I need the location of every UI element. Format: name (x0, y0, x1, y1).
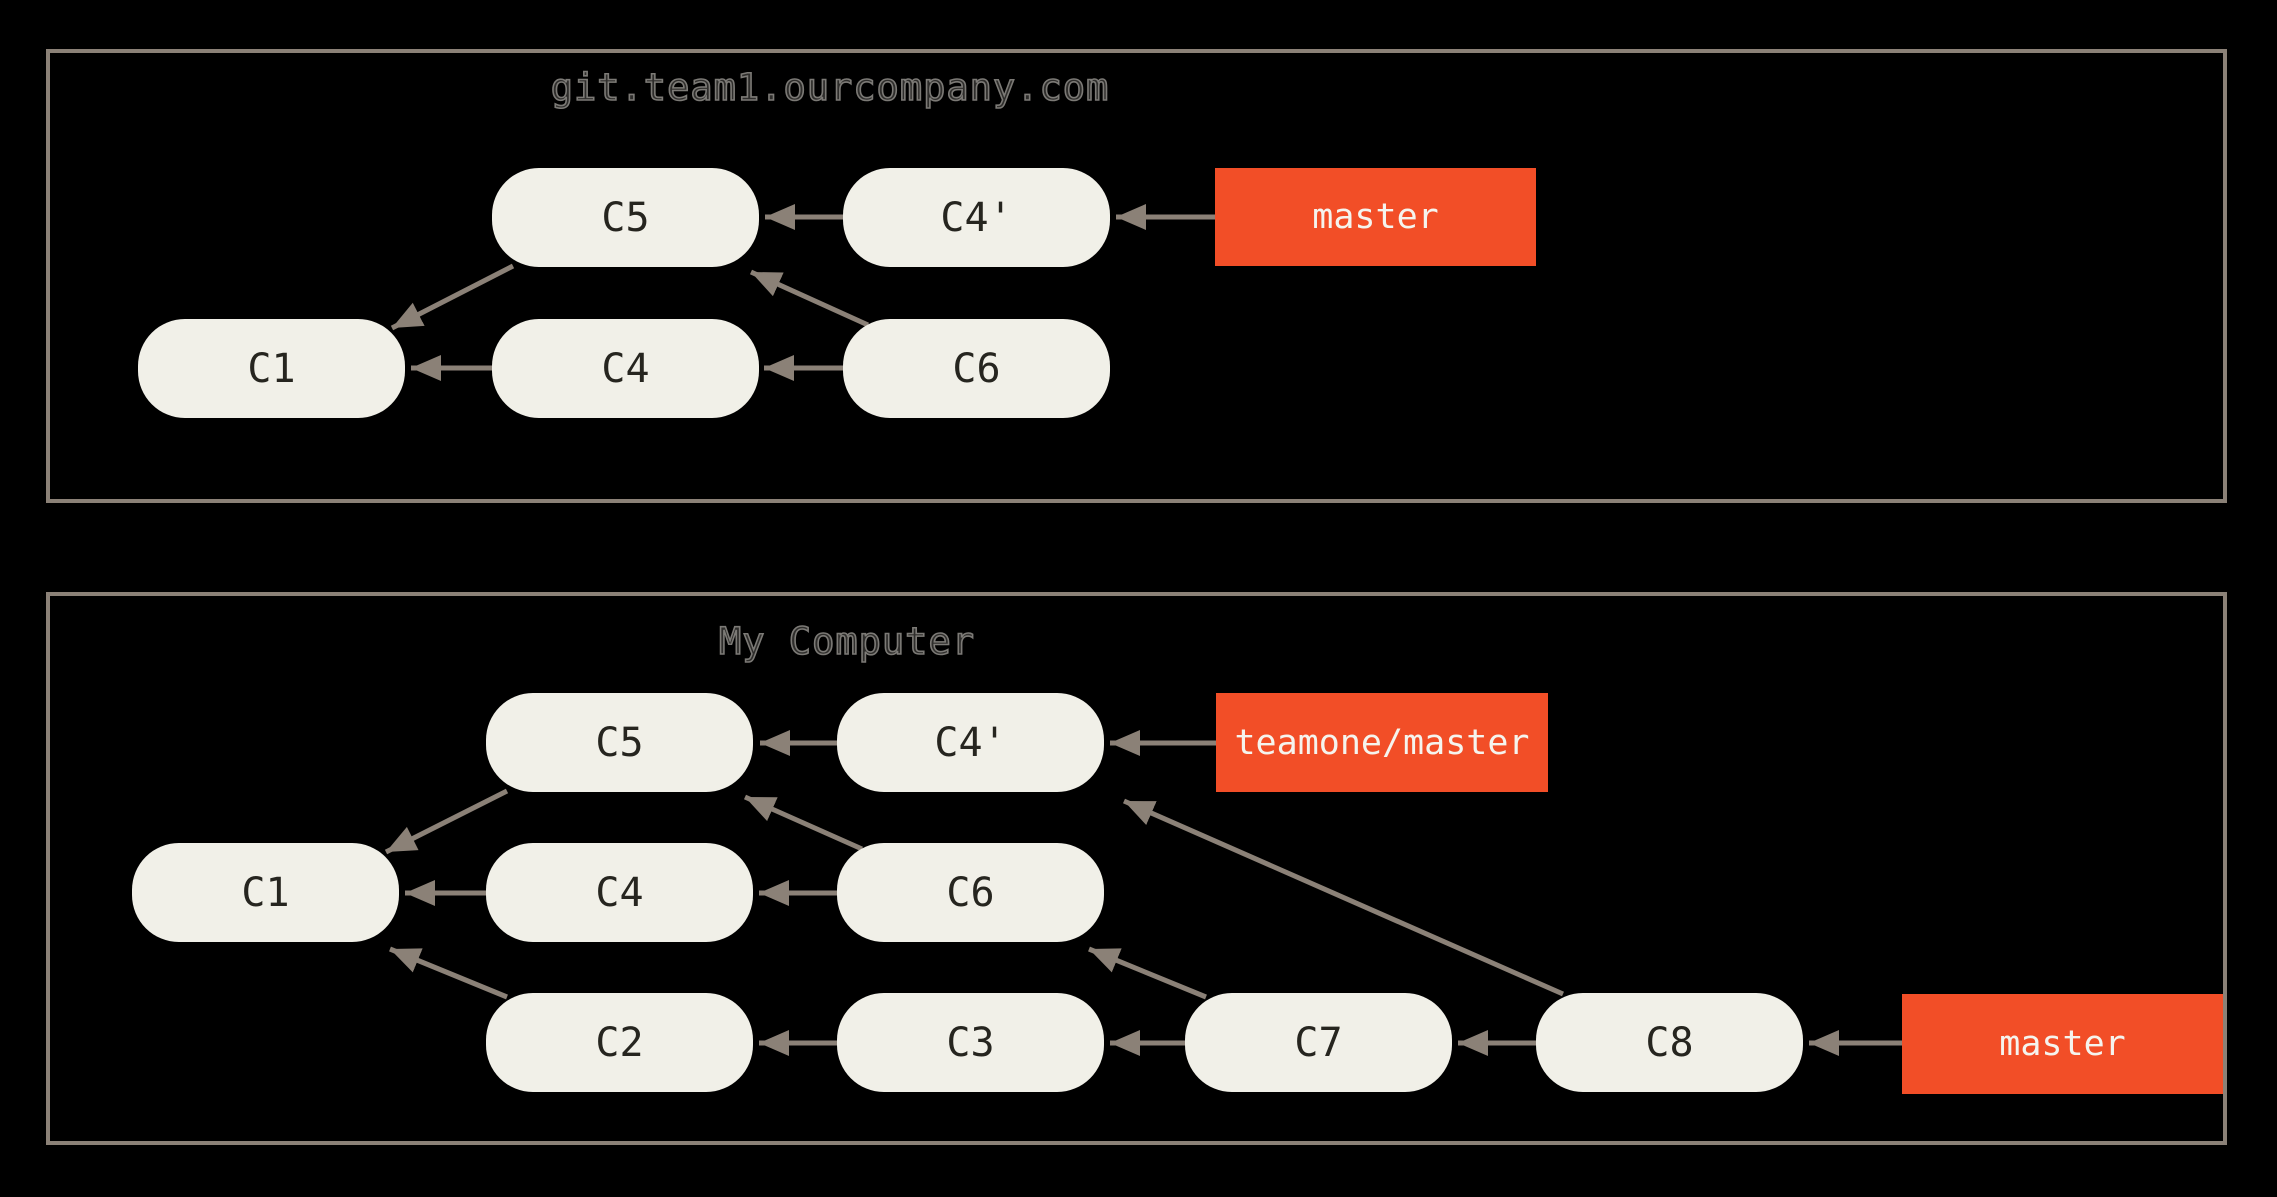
branch-label-master-local: master (1902, 994, 2223, 1094)
commit-node-c6-remote: C6 (843, 319, 1110, 418)
edge-c2-to-c1 (389, 946, 508, 1000)
commit-node-c7-local: C7 (1185, 993, 1452, 1092)
branch-label-master-remote: master (1215, 168, 1536, 266)
commit-node-c1-remote: C1 (138, 319, 405, 418)
commit-node-c4-remote: C4 (492, 319, 759, 418)
edge-c5-to-c1-local (384, 788, 509, 855)
commit-node-c5-remote: C5 (492, 168, 759, 267)
local-repo-panel (46, 592, 2227, 1145)
commit-node-c8-local: C8 (1536, 993, 1803, 1092)
remote-repo-title: git.team1.ourcompany.com (550, 65, 1110, 110)
commit-node-c4p-remote: C4' (843, 168, 1110, 267)
edge-c5-to-c1-remote (390, 263, 515, 331)
commit-node-c3-local: C3 (837, 993, 1104, 1092)
local-repo-title: My Computer (718, 619, 976, 664)
edge-c6-to-c5-remote (749, 269, 870, 328)
commit-node-c4p-local: C4' (837, 693, 1104, 792)
commit-node-c5-local: C5 (486, 693, 753, 792)
commit-node-c4-local: C4 (486, 843, 753, 942)
remote-repo-panel (46, 49, 2227, 503)
branch-label-teamone-master: teamone/master (1216, 693, 1548, 792)
commit-node-c1-local: C1 (132, 843, 399, 942)
edge-c7-to-c6 (1088, 946, 1207, 1000)
edge-c6-to-c5-local (743, 794, 864, 852)
commit-node-c6-local: C6 (837, 843, 1104, 942)
commit-node-c2-local: C2 (486, 993, 753, 1092)
edge-c8-to-c4p (1122, 798, 1565, 997)
